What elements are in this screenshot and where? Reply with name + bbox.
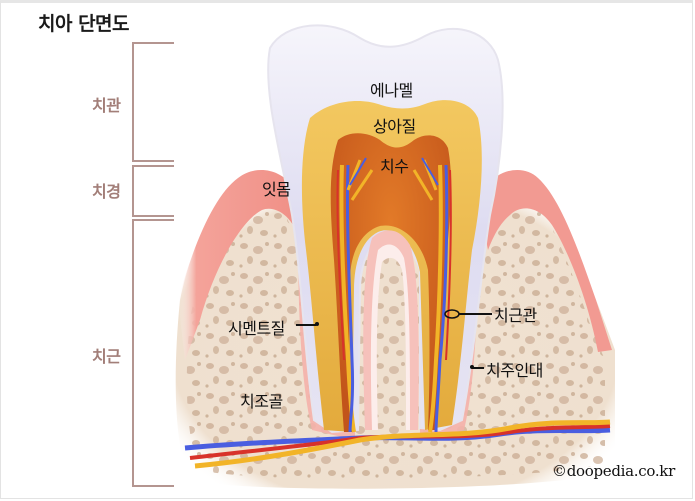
- crown-bracket: [132, 42, 174, 162]
- region-label-root: 치근: [92, 347, 121, 366]
- region-label-crown: 치관: [92, 96, 121, 115]
- diagram-title: 치아 단면도: [38, 13, 130, 35]
- cementum-leader-line: [296, 324, 316, 326]
- label-dentin: 상아질: [373, 117, 416, 136]
- label-alveolar-bone: 치조골: [240, 392, 283, 411]
- periodontal-leader-line: [472, 367, 484, 369]
- region-label-neck: 치경: [92, 182, 121, 201]
- label-pulp: 치수: [380, 157, 409, 176]
- gum-left: [178, 169, 300, 360]
- pulp-chamber: [330, 133, 452, 432]
- root-canal-leader-line: [459, 313, 492, 315]
- periodontal-leader-dot: [470, 365, 474, 369]
- root-bracket: [132, 219, 174, 487]
- label-root-canal: 치근관: [494, 306, 537, 325]
- label-cementum: 시멘트질: [228, 319, 285, 338]
- label-enamel: 에나멜: [370, 81, 413, 100]
- label-periodontal-ligament: 치주인대: [486, 361, 543, 380]
- label-gum: 잇몸: [262, 180, 291, 199]
- cementum-leader-dot: [315, 322, 319, 326]
- neck-bracket: [132, 165, 174, 217]
- copyright-credit: ©doopedia.co.kr: [552, 462, 675, 480]
